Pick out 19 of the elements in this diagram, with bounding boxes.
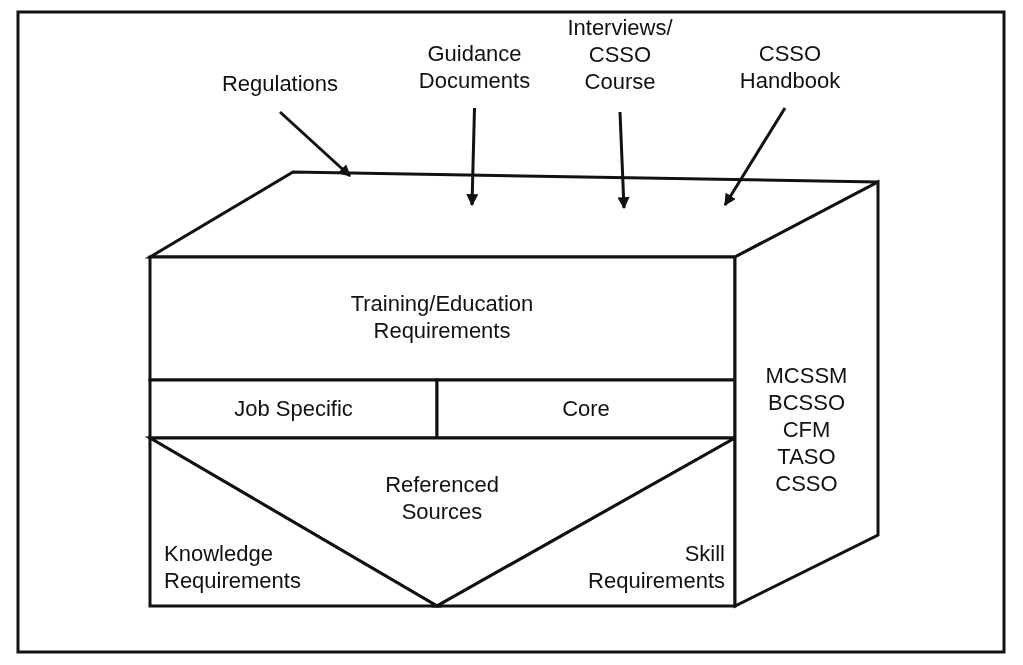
arrow [466,107,479,207]
node-label: Referenced Sources [384,471,500,525]
node-label: Skill Requirements [587,540,725,594]
source-label: Regulations [220,70,340,97]
node-label: CSSO [774,470,839,497]
node-label: Knowledge Requirements [164,540,302,594]
node-label: CFM [781,416,832,443]
arrow [723,107,787,206]
arrow [617,111,630,210]
node-label: Core [561,395,611,422]
arrow [279,110,351,178]
node-label: TASO [776,443,837,470]
source-label: Guidance Documents [417,40,532,94]
node-label: Training/Education Requirements [349,290,535,344]
source-label: Interviews/ CSSO Course [566,14,674,95]
node-label: MCSSM [764,362,849,389]
node-label: Job Specific [233,395,354,422]
source-label: CSSO Handbook [738,40,842,94]
node-label: BCSSO [767,389,846,416]
